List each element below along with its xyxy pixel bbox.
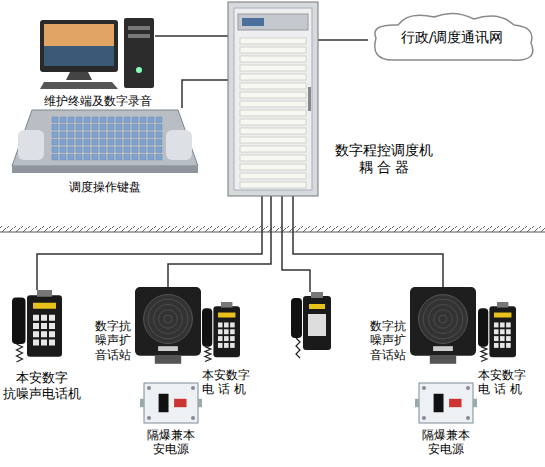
phone-wire [282,196,310,292]
device-label: 隔爆兼本 安电源 [138,428,204,457]
signal-cable [293,196,443,287]
broadcast-station: 数字抗 噪声扩 音话站 [135,287,201,367]
intrinsic-phone: 本安数字 抗噪声电话机 [12,290,62,365]
maintenance-terminal: 维护终端及数字录音 [40,18,155,90]
device-label: 本安数字 电 话 机 [202,368,257,397]
keyboard-shape [10,108,200,176]
signal-cable [155,35,228,37]
phone-shape [12,290,62,365]
dispatcher-cabinet: 数字程控调度机 耦 合 器 [228,2,318,196]
ground-hatch [0,226,545,232]
device-label: 本安数字 电 话 机 [478,368,533,397]
power-shape [415,382,477,424]
device-label: 数字程控调度机 耦 合 器 [328,142,440,176]
phone-symbol [291,292,331,358]
signal-cable [37,196,262,290]
intrinsic-phone: 本安数字 电 话 机 [478,302,516,364]
network-cloud: 行政/调度通讯网 [368,12,536,64]
device-label: 数字抗 噪声扩 音话站 [92,319,134,362]
device-label: 行政/调度通讯网 [368,29,536,46]
device-label: 隔爆兼本 安电源 [413,428,479,457]
computer-shape [40,18,155,90]
broadcast-station: 数字抗 噪声扩 音话站 [410,287,476,367]
device-label: 调度操作键盘 [45,180,165,194]
device-label: 本安数字 抗噪声电话机 [2,370,82,401]
dispatch-keyboard: 调度操作键盘 [10,108,200,176]
power-supply: 隔爆兼本 安电源 [415,382,477,424]
ground-line [0,231,545,232]
power-supply: 隔爆兼本 安电源 [140,382,202,424]
phone-shape [202,302,240,364]
device-label: 数字抗 噪声扩 音话站 [367,319,409,362]
speaker-shape [410,287,476,367]
device-label: 维护终端及数字录音 [28,94,168,108]
power-shape [140,382,202,424]
signal-cable [168,196,271,287]
intrinsic-phone: 本安数字 电 话 机 [202,302,240,364]
phone-shape [478,302,516,364]
speaker-shape [135,287,201,367]
signal-cable [182,80,228,108]
cabinet-shape [228,2,318,196]
signal-cable [318,39,368,41]
